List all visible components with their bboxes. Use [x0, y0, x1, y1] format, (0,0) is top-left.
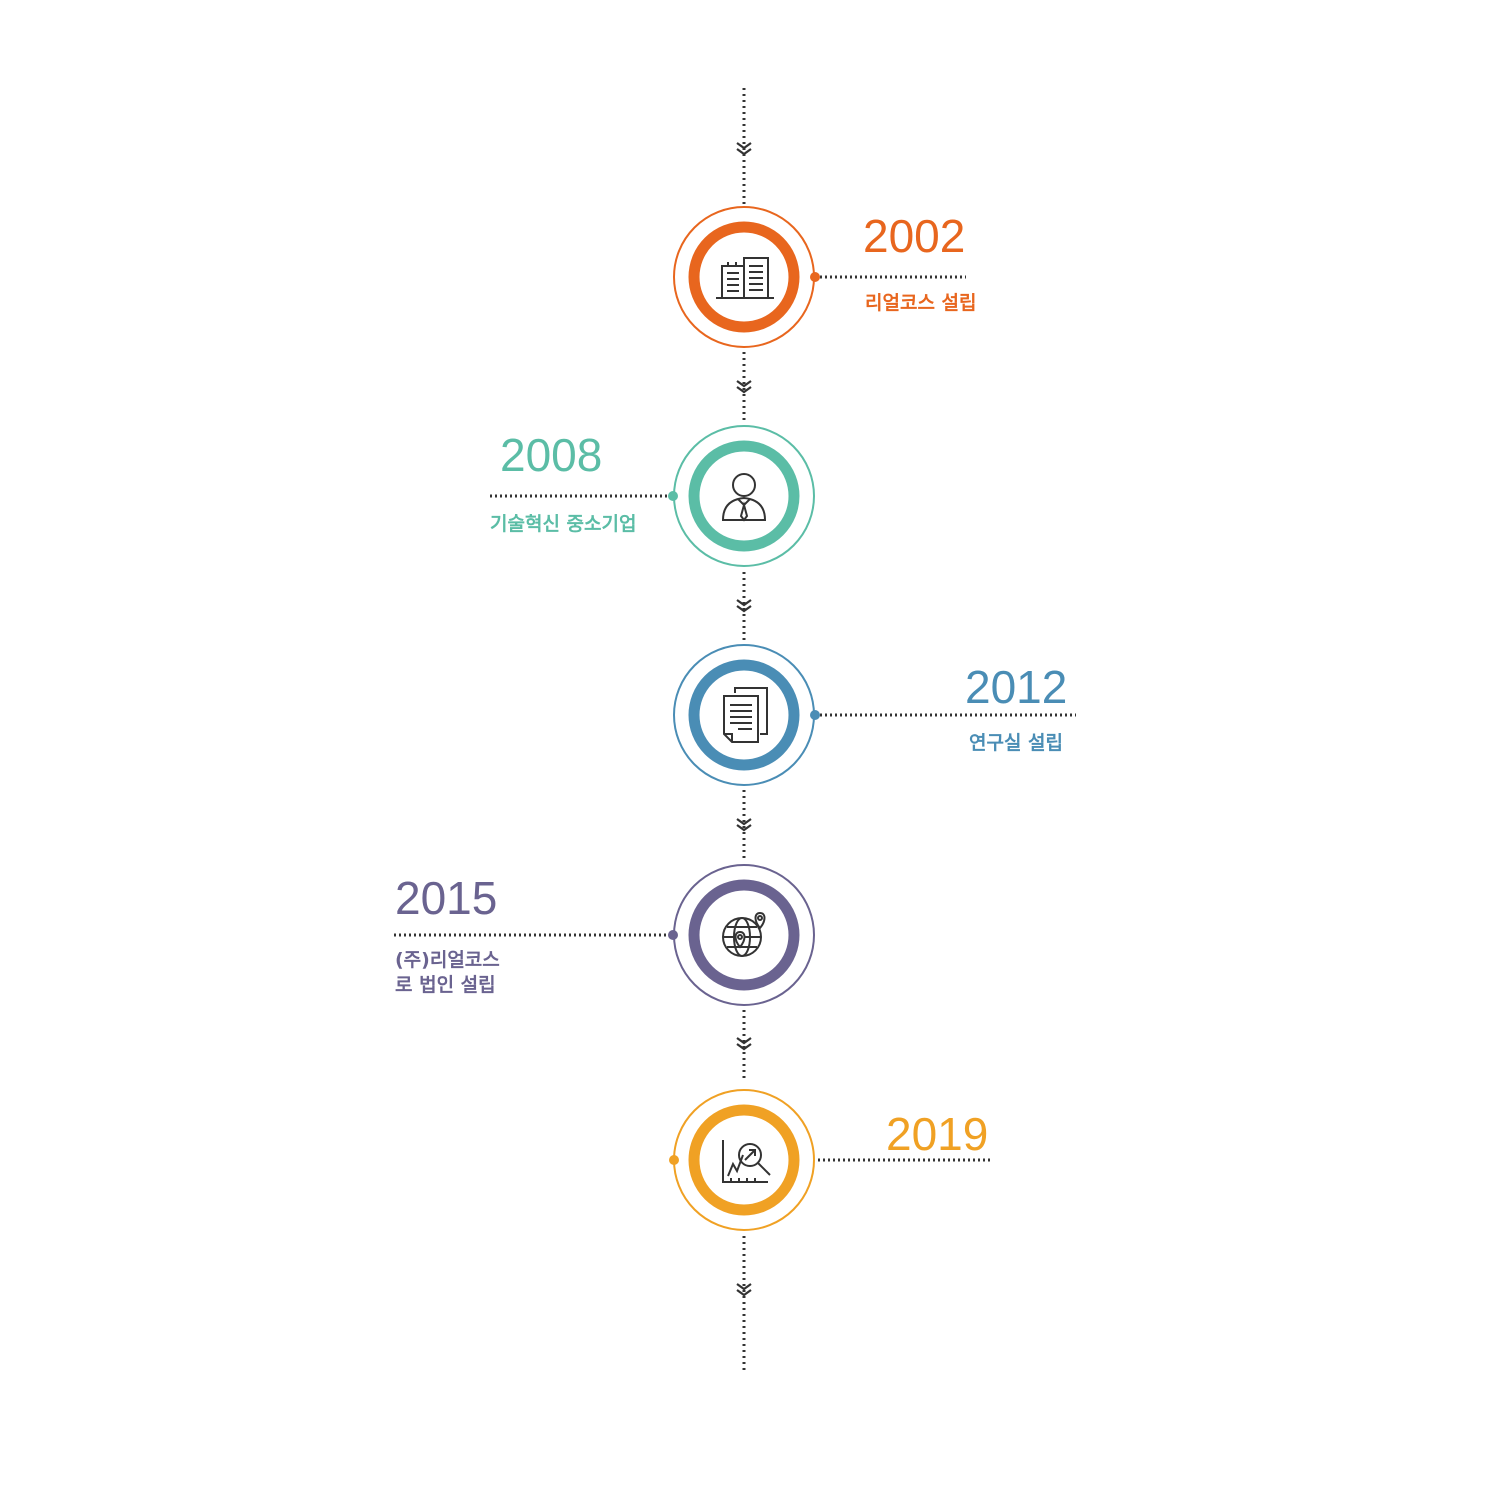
chevron-down-icon [736, 599, 752, 613]
chevron-down-icon [736, 142, 752, 156]
milestone-year-2019: 2019 [886, 1108, 989, 1160]
chart-search-icon [722, 1140, 771, 1183]
person-icon [721, 473, 767, 522]
milestone-desc-2008: 기술혁신 중소기업 [490, 513, 637, 535]
milestone-desc-2002: 리얼코스 설립 [865, 292, 977, 314]
milestone-desc-2015-line2: 로 법인 설립 [395, 974, 496, 996]
chevron-down-icon [736, 1037, 752, 1051]
milestone-year-2012: 2012 [965, 661, 1068, 713]
milestone-2012-marker [673, 644, 1076, 786]
building-icon [716, 257, 774, 299]
milestone-desc-2015-line1: (주)리얼코스 [395, 949, 500, 971]
milestone-year-2015: 2015 [395, 872, 498, 924]
milestone-year-2008: 2008 [500, 429, 603, 481]
documents-icon [723, 687, 768, 743]
milestone-desc-2012: 연구실 설립 [969, 732, 1064, 754]
milestone-2019-marker [669, 1089, 992, 1231]
chevron-down-icon [736, 1283, 752, 1297]
milestone-year-2002: 2002 [863, 210, 966, 262]
chevron-down-icon [736, 818, 752, 832]
globe-location-icon [722, 911, 766, 957]
chevron-down-icon [736, 380, 752, 394]
